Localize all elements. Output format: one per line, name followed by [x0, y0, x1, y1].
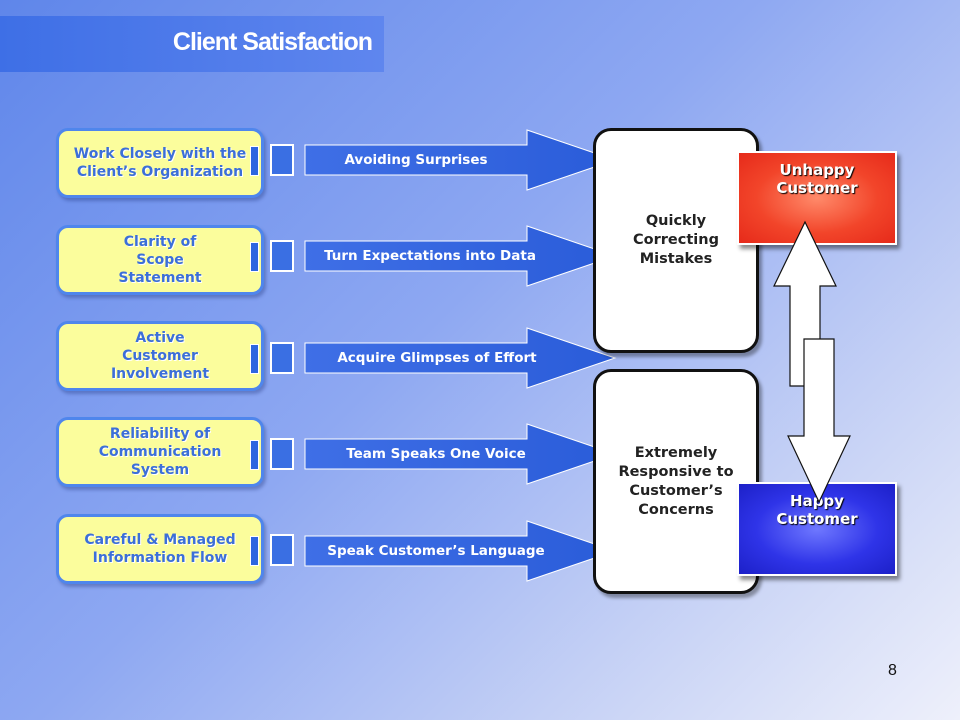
connector-bar: [250, 536, 259, 566]
arrow-label: Turn Expectations into Data: [324, 248, 536, 264]
connector-bar: [250, 242, 259, 272]
factor-label: Clarity of Scope Statement: [118, 234, 202, 286]
link-square: [270, 240, 294, 272]
link-square: [270, 144, 294, 176]
down-arrow: [787, 338, 851, 504]
title-banner: Client Satisfaction: [0, 16, 384, 72]
unhappy-customer-box: Unhappy Customer: [737, 151, 897, 245]
factor-label: Active Customer Involvement: [110, 330, 210, 382]
factor-box-clarity-of-scope: Clarity of Scope Statement: [56, 225, 264, 295]
factor-label: Work Closely with the Client’s Organizat…: [73, 146, 247, 180]
factor-label: Reliability of Communication System: [98, 426, 222, 478]
connector-bar: [250, 146, 259, 176]
arrow-avoiding-surprises: [304, 129, 617, 191]
arrow-turn-expectations: [304, 225, 617, 287]
outcome-label: Quickly Correcting Mistakes: [633, 213, 719, 267]
connector-bar: [250, 344, 259, 374]
page-title: Client Satisfaction: [172, 28, 373, 56]
unhappy-customer-label: Unhappy Customer: [776, 161, 858, 197]
factor-label: Careful & Managed Information Flow: [84, 532, 236, 566]
arrow-label: Team Speaks One Voice: [346, 446, 526, 462]
link-square: [270, 342, 294, 374]
arrow-label: Speak Customer’s Language: [327, 543, 545, 559]
factor-box-communication-system: Reliability of Communication System: [56, 417, 264, 487]
arrow-label: Avoiding Surprises: [344, 152, 488, 168]
factor-box-information-flow: Careful & Managed Information Flow: [56, 514, 264, 584]
link-square: [270, 534, 294, 566]
arrow-team-speaks: [304, 423, 617, 485]
factor-box-work-closely: Work Closely with the Client’s Organizat…: [56, 128, 264, 198]
connector-bar: [250, 440, 259, 470]
arrow-label: Acquire Glimpses of Effort: [337, 350, 537, 366]
link-square: [270, 438, 294, 470]
happy-customer-label: Happy Customer: [776, 492, 858, 528]
page-number: 8: [888, 662, 897, 679]
outcome-label: Extremely Responsive to Customer’s Conce…: [618, 444, 734, 518]
outcome-box-extremely-responsive: Extremely Responsive to Customer’s Conce…: [593, 369, 759, 594]
factor-box-customer-involvement: Active Customer Involvement: [56, 321, 264, 391]
arrow-speak-language: [304, 520, 617, 582]
arrow-acquire-glimpses: [304, 327, 617, 389]
